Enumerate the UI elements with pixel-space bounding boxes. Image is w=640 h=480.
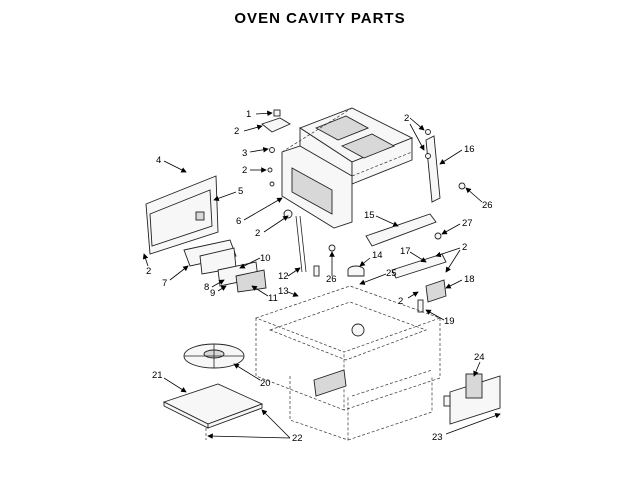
callout-9: 9 — [210, 288, 215, 299]
callout-22: 22 — [292, 433, 303, 444]
callout-25: 25 — [386, 268, 397, 279]
cap-parts — [313, 244, 365, 277]
callout-2e: 2 — [404, 113, 409, 124]
callout-1: 1 — [246, 109, 251, 120]
callout-14: 14 — [372, 250, 383, 261]
callout-10: 10 — [260, 253, 271, 264]
callout-17: 17 — [400, 246, 411, 257]
callout-15: 15 — [364, 210, 375, 221]
bottom-plate — [162, 383, 264, 440]
callout-19: 19 — [444, 316, 455, 327]
callout-12: 12 — [278, 271, 289, 282]
callout-13: 13 — [278, 286, 289, 297]
bracket-parts — [183, 239, 267, 293]
callout-23: 23 — [432, 432, 443, 443]
callout-8: 8 — [204, 282, 209, 293]
callout-2a: 2 — [234, 126, 239, 137]
callout-11: 11 — [268, 293, 278, 304]
callout-7: 7 — [162, 278, 167, 289]
callout-18: 18 — [464, 274, 475, 285]
callout-24: 24 — [474, 352, 485, 363]
callout-16: 16 — [464, 144, 475, 155]
rod — [283, 209, 307, 273]
callout-6: 6 — [236, 216, 241, 227]
callout-labels: 1 2 3 2 4 5 6 2 2 7 8 9 10 11 12 13 26 1… — [146, 109, 493, 444]
callout-2f: 2 — [462, 242, 467, 253]
callout-26b: 26 — [482, 200, 493, 211]
callout-27: 27 — [462, 218, 473, 229]
callout-21: 21 — [152, 370, 163, 381]
side-panel — [145, 175, 219, 255]
diagram-title: OVEN CAVITY PARTS — [234, 10, 406, 27]
callout-4: 4 — [156, 155, 161, 166]
callout-2b: 2 — [242, 165, 247, 176]
leader-lines — [142, 110, 501, 439]
screws-top — [261, 109, 291, 187]
callout-2d: 2 — [146, 266, 151, 277]
callout-2g: 2 — [398, 296, 403, 307]
turntable — [183, 343, 245, 369]
callout-20: 20 — [260, 378, 271, 389]
callout-2c: 2 — [255, 228, 260, 239]
right-bracket — [425, 129, 466, 203]
cavity-lower — [254, 285, 442, 441]
rear-plate — [443, 373, 501, 425]
bracket-box — [417, 279, 447, 313]
callout-3: 3 — [242, 148, 247, 159]
callout-26a: 26 — [326, 274, 337, 285]
callout-5: 5 — [238, 186, 243, 197]
cavity-wrapper-top — [281, 107, 414, 229]
